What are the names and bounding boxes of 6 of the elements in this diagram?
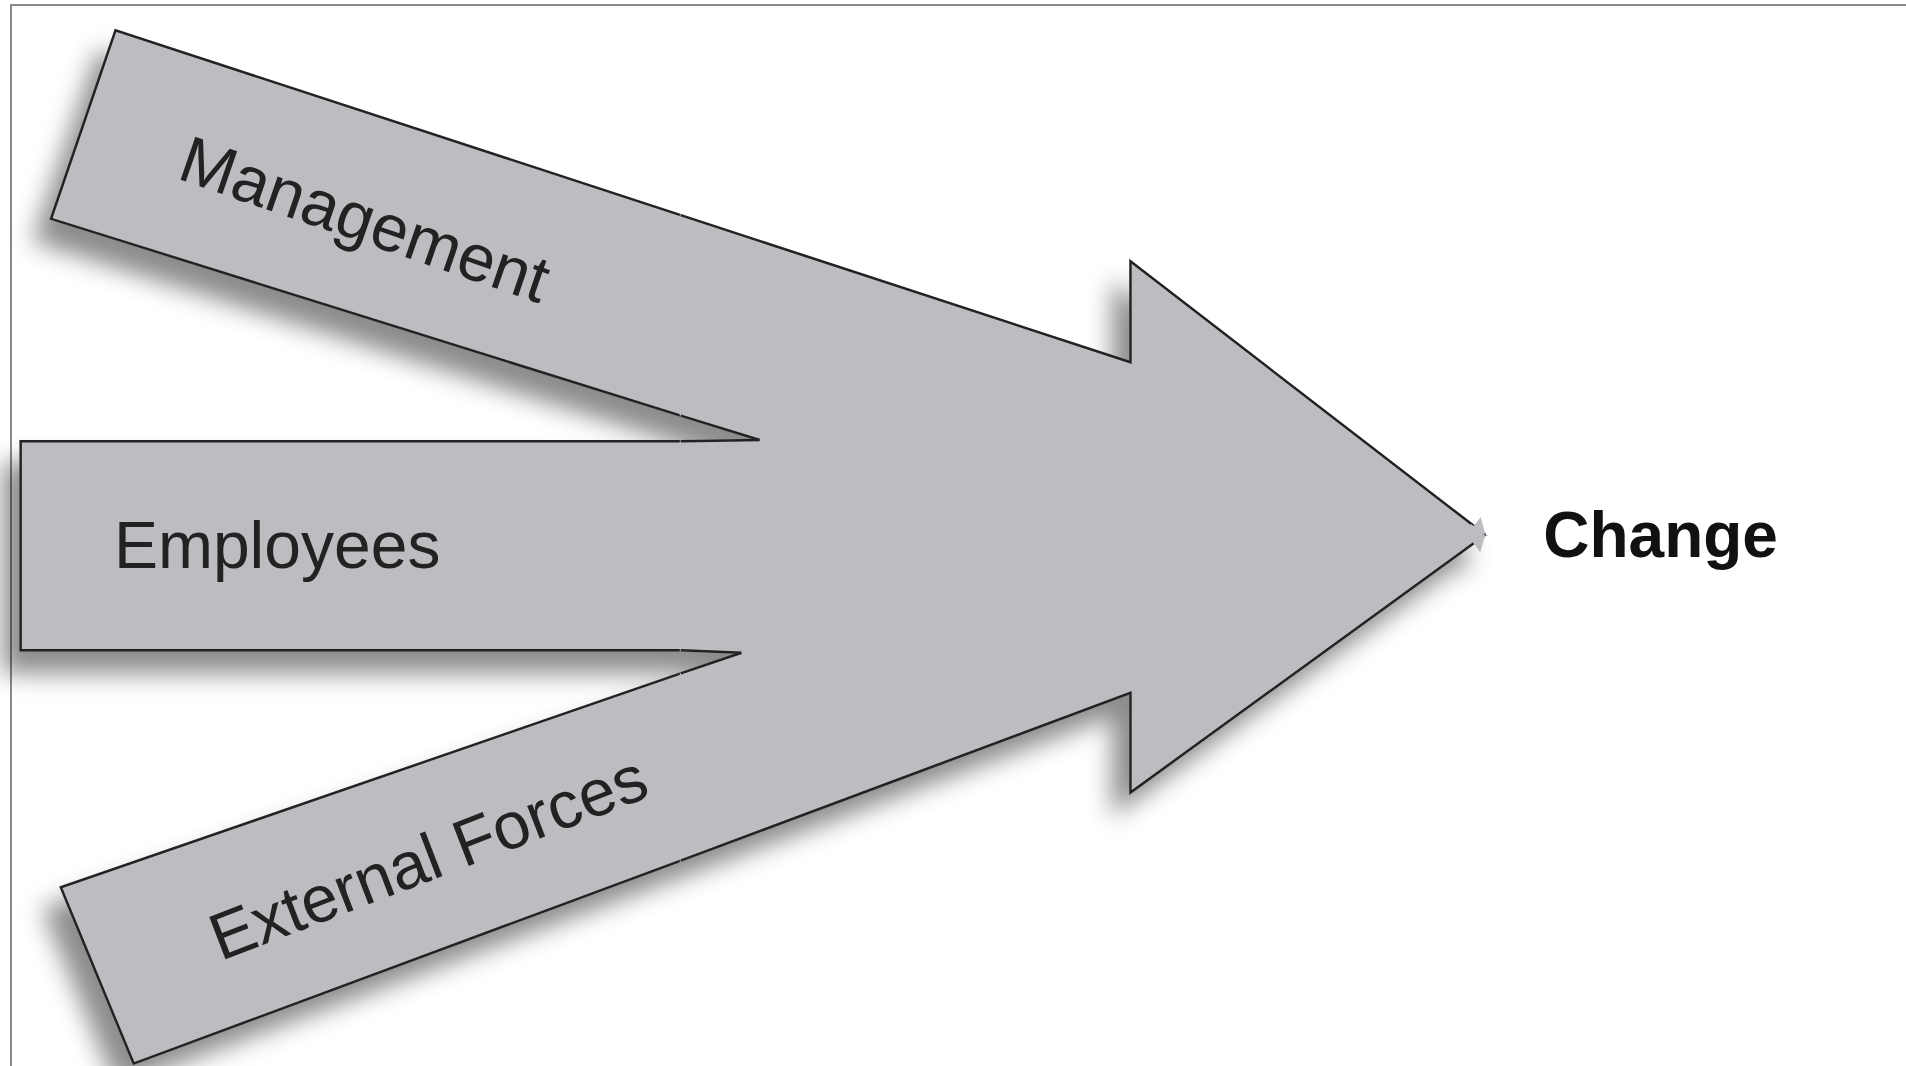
merging-arrow [679,438,1487,654]
input-arrow-shaft [49,28,682,417]
merging-arrow [679,533,1487,862]
input-arrow-shaft [59,672,682,1066]
merging-arrow [679,213,1489,537]
input-arrow-shaft [19,440,681,652]
